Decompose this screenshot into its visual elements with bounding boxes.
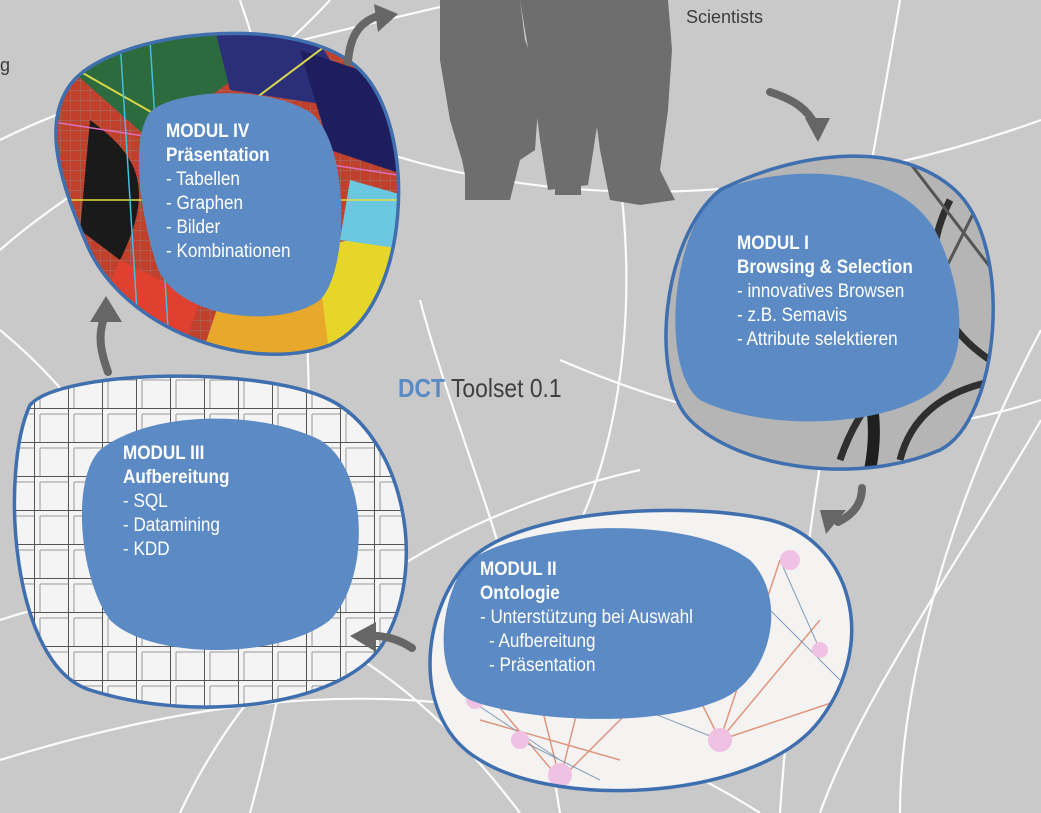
module-ii-label: MODUL II Ontologie - Unterstützung bei A… (480, 558, 693, 678)
module-title: MODUL II (480, 559, 557, 580)
list-item: - Kombinationen (166, 241, 291, 262)
arrowheads (90, 4, 846, 652)
list-item: - Attribute selektieren (737, 329, 898, 350)
list-item: - Präsentation (489, 655, 596, 676)
list-item: - innovatives Browsen (737, 281, 905, 302)
center-title: DCT Toolset 0.1 (398, 373, 562, 404)
list-item: - Unterstützung bei Auswahl (480, 607, 693, 628)
module-title: MODUL III (123, 443, 205, 464)
module-subtitle: Aufbereitung (123, 467, 230, 488)
module-iv-blob (54, 31, 401, 356)
people-silhouette-icon (440, 0, 675, 205)
list-item: - Graphen (166, 193, 243, 214)
module-subtitle: Präsentation (166, 145, 270, 166)
list-item: - Datamining (123, 515, 220, 536)
module-title: MODUL IV (166, 121, 250, 142)
module-iii-blob (12, 374, 409, 709)
toolset-label: Toolset 0.1 (450, 373, 562, 403)
module-iii-label: MODUL III Aufbereitung - SQL - Dataminin… (123, 442, 229, 562)
scientists-label: Scientists (686, 7, 764, 27)
list-item: - Aufbereitung (489, 631, 596, 652)
list-item: - Bilder (166, 217, 221, 238)
module-i-blob (664, 154, 995, 471)
list-item: - SQL (123, 491, 168, 512)
brand-label: DCT (398, 373, 446, 403)
list-item: - KDD (123, 539, 170, 560)
module-ii-blob (428, 508, 854, 793)
module-i-label: MODUL I Browsing & Selection - innovativ… (737, 232, 913, 352)
module-title: MODUL I (737, 233, 809, 254)
list-item: - z.B. Semavis (737, 305, 848, 326)
list-item: - Tabellen (166, 169, 240, 190)
module-subtitle: Ontologie (480, 583, 560, 604)
module-iv-label: MODUL IV Präsentation - Tabellen - Graph… (166, 120, 291, 264)
left-edge-fragment: g (0, 55, 11, 75)
module-subtitle: Browsing & Selection (737, 257, 913, 278)
